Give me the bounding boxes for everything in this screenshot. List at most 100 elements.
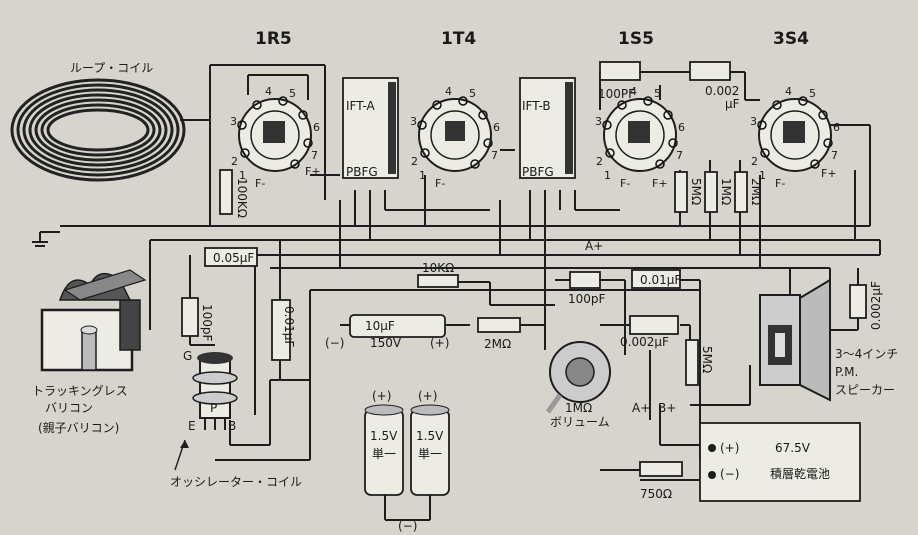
loop-coil: [10, 78, 186, 182]
arrow-icon: [174, 439, 189, 471]
tube-1r5: 3 4 5 6 2 7 1 F- F+: [230, 85, 321, 190]
b-battery-volt: 67.5V: [775, 441, 811, 455]
cap-10uf: 10μF 150V (−) (+): [325, 314, 449, 350]
tube-1t4: 3 4 5 6 2 7 1 F-: [410, 85, 500, 190]
resistor-100k-label: 100KΩ: [235, 178, 249, 218]
pin-label: F-: [775, 177, 785, 190]
resistor-750: 750Ω: [639, 461, 683, 501]
b-battery-minus: (−): [720, 467, 739, 481]
ift-b: IFT-B PBFG: [519, 77, 576, 179]
vc-label-3: (親子バリコン): [38, 421, 119, 435]
resistor-5m-a-label: 5MΩ: [689, 178, 703, 205]
pin-label: 5: [654, 87, 661, 100]
cap-100pf-label: 100pF: [568, 292, 606, 306]
pin-label: F-: [435, 177, 445, 190]
pin-label: F+: [652, 177, 668, 190]
pin-label: 4: [265, 85, 272, 98]
label-a-plus: A+: [585, 239, 603, 253]
pin-label: F-: [255, 177, 265, 190]
cap-10uf-plus: (+): [430, 336, 449, 350]
oscillator-coil: [192, 352, 238, 430]
cap-0002-top-label: 0.002: [705, 84, 739, 98]
pin-label: 4: [785, 85, 792, 98]
pin-label: 5: [469, 87, 476, 100]
cap-001: 0.01μF: [631, 269, 681, 289]
pin-label: 1: [239, 169, 246, 182]
battery-a2-type: 単一: [418, 447, 442, 461]
pin-label: 3: [230, 115, 237, 128]
resistor-1m-label: 1MΩ: [719, 178, 733, 205]
resistor-750-label: 750Ω: [640, 487, 672, 501]
b-battery-plus: (+): [720, 441, 739, 455]
pin-label: 6: [678, 121, 685, 134]
ift-b-pins: PBFG: [522, 165, 554, 179]
pin-label: 7: [831, 149, 838, 162]
resistor-5m-b: 5MΩ: [685, 339, 714, 386]
pin-label: 2: [596, 155, 603, 168]
speaker-label-3: スピーカー: [835, 383, 895, 397]
resistor-5m-a: 5MΩ: [674, 171, 703, 213]
pin-label: 3: [595, 115, 602, 128]
battery-a2-plus: (+): [418, 389, 437, 403]
b-battery: (+) (−) 67.5V 積層乾電池: [699, 422, 861, 502]
osc-pin-g: G: [183, 349, 192, 363]
speaker-label-1: 3〜4インチ: [835, 347, 898, 361]
label-a-plus-2: A+: [632, 401, 650, 415]
battery-a1-plus: (+): [372, 389, 391, 403]
cap-100pf-vert-label: 100pF: [200, 304, 214, 342]
cap-001-vert: 0.01μF: [271, 299, 296, 361]
tube-3s4: 3 4 5 6 2 7 1 F- F+: [750, 85, 840, 190]
cap-001-label: 0.01μF: [640, 273, 681, 287]
volume-sub: ボリューム: [550, 415, 610, 429]
cap-0002: 0.002μF: [620, 315, 679, 349]
pin-label: 4: [630, 85, 637, 98]
cap-100pf-top-label: 100PF: [598, 87, 635, 101]
speaker: [759, 278, 831, 402]
ift-a-label: IFT-A: [346, 99, 376, 113]
resistor-2m-b-label: 2MΩ: [749, 178, 763, 205]
cap-001-vert-label: 0.01μF: [282, 306, 296, 347]
cap-0002-right: 0.002μF: [849, 281, 883, 330]
cap-10uf-label: 10μF: [365, 319, 395, 333]
b-battery-name: 積層乾電池: [770, 466, 830, 481]
pin-label: 1: [759, 169, 766, 182]
ground-icon: [32, 231, 60, 247]
volume-potentiometer[interactable]: [545, 341, 611, 414]
pin-label: 6: [493, 121, 500, 134]
pin-label: 7: [491, 149, 498, 162]
speaker-label-2: P.M.: [835, 365, 858, 379]
pin-label: 2: [411, 155, 418, 168]
battery-a2-volt: 1.5V: [416, 429, 444, 443]
pin-label: 7: [676, 149, 683, 162]
pin-label: 5: [809, 87, 816, 100]
pin-label: 6: [313, 121, 320, 134]
cap-0002-right-label: 0.002μF: [869, 281, 883, 330]
label-b-plus: B+: [658, 401, 676, 415]
battery-a2: (+) 1.5V 単一: [410, 389, 450, 496]
cap-0002-top-unit: μF: [725, 97, 740, 111]
cap-0002-label: 0.002μF: [620, 335, 669, 349]
battery-minus-label: (−): [398, 519, 417, 533]
variable-capacitor: [40, 269, 147, 372]
vc-label-2: バリコン: [45, 401, 93, 415]
cap-005: 0.05μF: [204, 247, 258, 267]
ift-b-label: IFT-B: [522, 99, 551, 113]
pin-label: 2: [751, 155, 758, 168]
cap-10uf-minus: (−): [325, 336, 344, 350]
cap-005-label: 0.05μF: [213, 251, 254, 265]
resistor-5m-b-label: 5MΩ: [700, 346, 714, 373]
cap-0002-top: 0.002 μF: [689, 61, 740, 111]
vc-label-1: トラッキングレス: [32, 384, 128, 398]
pin-label: 5: [289, 87, 296, 100]
tube-1s5: 3 4 5 6 2 7 1 F- F+: [595, 85, 685, 190]
tube-label-1r5: 1R5: [255, 29, 292, 49]
resistor-1m: 1MΩ: [704, 171, 733, 213]
cap-100pf: 100pF: [568, 271, 606, 306]
resistor-2m: 2MΩ: [477, 317, 521, 351]
tube-label-1t4: 1T4: [441, 29, 476, 49]
pin-label: F+: [305, 165, 321, 178]
cap-10uf-voltage: 150V: [370, 336, 402, 350]
resistor-100k: 100KΩ: [219, 169, 249, 218]
pin-label: 6: [833, 121, 840, 134]
resistor-10k: 10KΩ: [417, 261, 459, 288]
